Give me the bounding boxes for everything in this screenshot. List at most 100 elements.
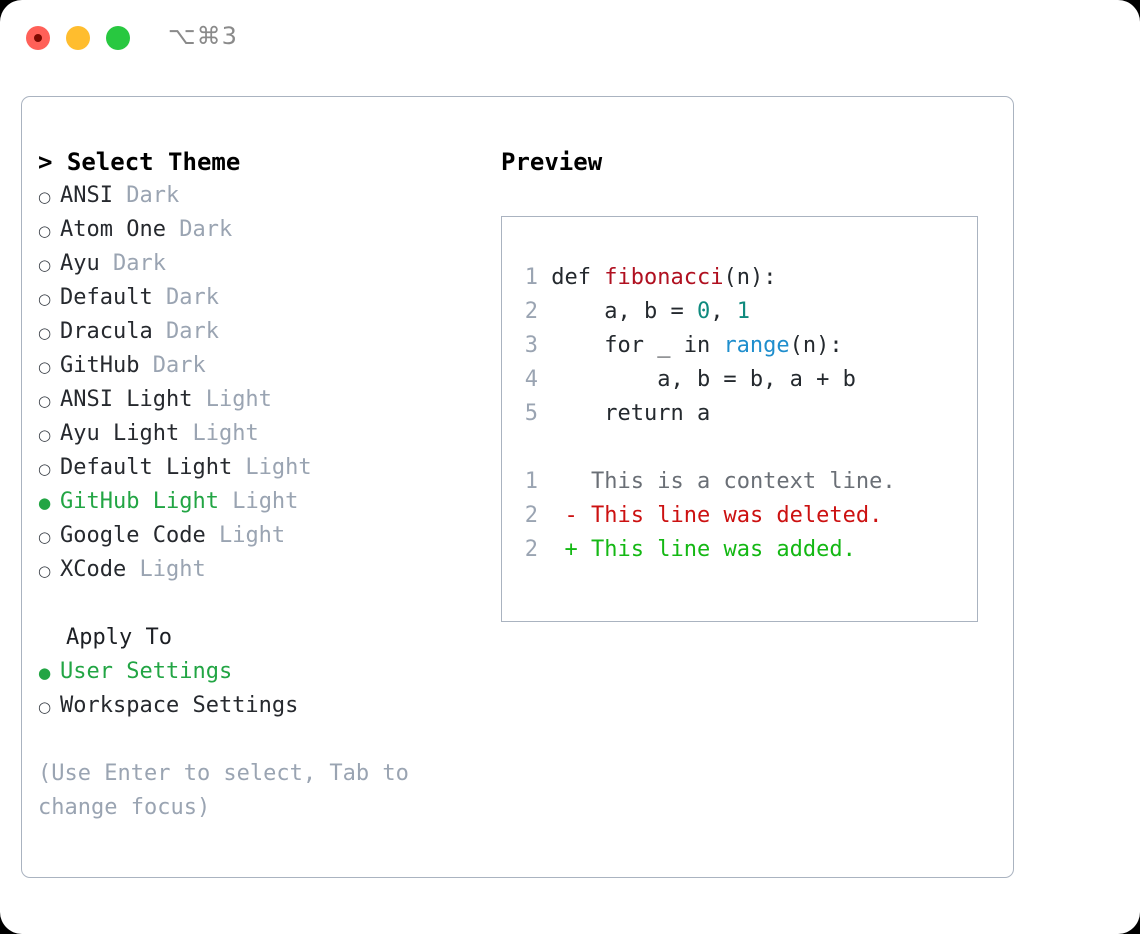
diff-text: This is a context line.: [591, 469, 896, 494]
theme-list-item[interactable]: ○GitHub Dark: [38, 349, 488, 383]
title-bar: ⌥⌘3: [0, 0, 1140, 78]
apply-to-option-label: Workspace Settings: [60, 693, 299, 718]
line-number: 3: [524, 333, 538, 358]
diff-line: 1 This is a context line.: [516, 465, 977, 499]
radio-unselected-icon: ○: [38, 290, 52, 308]
radio-unselected-icon: ○: [38, 460, 52, 478]
theme-list-item[interactable]: ○ XCode Light: [38, 553, 488, 587]
radio-unselected-icon: ○: [38, 426, 52, 444]
diff-text: This line was added.: [591, 537, 856, 562]
radio-unselected-icon: ○: [38, 256, 52, 274]
line-number: 2: [524, 503, 538, 528]
code-line: 3 for _ in range(n):: [516, 329, 977, 363]
theme-variant-label: Light: [232, 455, 312, 480]
line-number: 2: [524, 299, 538, 324]
apply-to-title: Apply To: [66, 625, 172, 650]
theme-list-item[interactable]: ○Ayu Dark: [38, 247, 488, 281]
apply-to-section: Apply To ● User Settings ○Workspace Settin…: [38, 621, 488, 723]
theme-name-label: Atom One: [60, 217, 166, 242]
theme-name-label: ANSI: [60, 183, 113, 208]
line-number: 4: [524, 367, 538, 392]
theme-name-label: GitHub Light: [60, 489, 219, 514]
theme-variant-label: Light: [218, 489, 299, 514]
theme-list-item[interactable]: ○ Default Light Light: [38, 451, 488, 485]
theme-list-item[interactable]: ○ Atom One Dark: [38, 213, 488, 247]
code-token: a, b =: [551, 299, 697, 324]
keyboard-hint-text: (Use Enter to select, Tab to change focu…: [38, 761, 423, 820]
diff-line: 2 + This line was added.: [516, 533, 977, 567]
diff-marker: +: [564, 537, 578, 562]
theme-variant-label: Light: [126, 557, 206, 582]
code-line: 4 a, b = b, a + b: [516, 363, 977, 397]
code-token: fibonacci: [604, 265, 724, 290]
code-token: range: [723, 333, 790, 358]
code-token: (n):: [723, 265, 777, 290]
code-token: 0: [696, 299, 711, 324]
radio-selected-icon: ●: [38, 494, 52, 512]
theme-name-label: XCode: [60, 557, 127, 582]
radio-unselected-icon: ○: [38, 188, 52, 206]
theme-list-item[interactable]: ○ANSI Dark: [38, 179, 488, 213]
theme-list-item[interactable]: ○ Dracula Dark: [38, 315, 488, 349]
minimize-button[interactable]: [66, 26, 90, 50]
radio-unselected-icon: ○: [38, 528, 52, 546]
theme-list-item[interactable]: ○Google Code Light: [38, 519, 488, 553]
code-token: return a: [551, 401, 711, 426]
theme-list-item[interactable]: ○ Default Dark: [38, 281, 488, 315]
diff-marker: -: [564, 503, 578, 528]
radio-unselected-icon: ○: [38, 392, 52, 410]
code-diff-spacer: [516, 431, 977, 465]
radio-selected-icon: ●: [38, 664, 52, 682]
line-number: 5: [524, 401, 538, 426]
close-button[interactable]: [26, 26, 50, 50]
theme-variant-label: Dark: [152, 319, 219, 344]
theme-variant-label: Dark: [139, 353, 206, 378]
radio-unselected-icon: ○: [38, 222, 52, 240]
apply-to-option[interactable]: ○Workspace Settings: [38, 689, 488, 723]
radio-unselected-icon: ○: [38, 324, 52, 342]
theme-list-item[interactable]: ○ Ayu Light Light: [38, 417, 488, 451]
theme-variant-label: Light: [192, 387, 272, 412]
main-panel: > Select Theme ○ANSI Dark○Atom One Dark○…: [21, 96, 1014, 878]
radio-unselected-icon: ○: [38, 358, 52, 376]
apply-to-list[interactable]: ● User Settings ○Workspace Settings: [38, 655, 488, 723]
theme-name-label: Default: [60, 285, 153, 310]
theme-list-item[interactable]: ● GitHub Light Light: [38, 485, 488, 519]
theme-name-label: Dracula: [60, 319, 153, 344]
line-number: 1: [524, 265, 538, 290]
diff-sample: 1 This is a context line. 2 - This line w…: [516, 465, 977, 567]
theme-variant-label: Light: [179, 421, 259, 446]
theme-list[interactable]: ○ANSI Dark○Atom One Dark○Ayu Dark○Defaul…: [38, 179, 488, 587]
theme-list-item[interactable]: ○ ANSI Light Light: [38, 383, 488, 417]
code-line: 2 a, b = 0, 1: [516, 295, 977, 329]
code-token: (n):: [789, 333, 843, 358]
diff-marker: [565, 469, 578, 494]
code-line: 5 return a: [516, 397, 977, 431]
code-token: ,: [710, 299, 737, 324]
theme-selection-column: > Select Theme ○ANSI Dark○Atom One Dark○…: [38, 145, 488, 825]
diff-text: This line was deleted.: [591, 503, 883, 528]
radio-unselected-icon: ○: [38, 562, 52, 580]
line-number: 2: [524, 537, 538, 562]
theme-variant-label: Dark: [99, 251, 166, 276]
theme-variant-label: Dark: [165, 217, 233, 242]
maximize-button[interactable]: [106, 26, 130, 50]
apply-to-option-label: User Settings: [60, 659, 233, 684]
theme-name-label: ANSI Light: [60, 387, 193, 412]
code-token: a, b = b, a + b: [551, 367, 856, 392]
code-token: 1: [736, 299, 750, 324]
line-number: 1: [524, 469, 538, 494]
preview-column: Preview 1 def fibonacci(n):2 a, b = 0, 1…: [501, 145, 991, 622]
apply-to-option[interactable]: ● User Settings: [38, 655, 488, 689]
theme-variant-label: Dark: [152, 285, 219, 310]
theme-name-label: Google Code: [60, 523, 206, 548]
theme-name-label: Ayu Light: [60, 421, 180, 446]
keyboard-shortcut-label: ⌥⌘3: [168, 22, 238, 50]
window-controls: [26, 26, 130, 50]
page-title: > Select Theme: [38, 148, 241, 176]
theme-name-label: Default Light: [60, 455, 233, 480]
preview-title: Preview: [501, 148, 603, 176]
